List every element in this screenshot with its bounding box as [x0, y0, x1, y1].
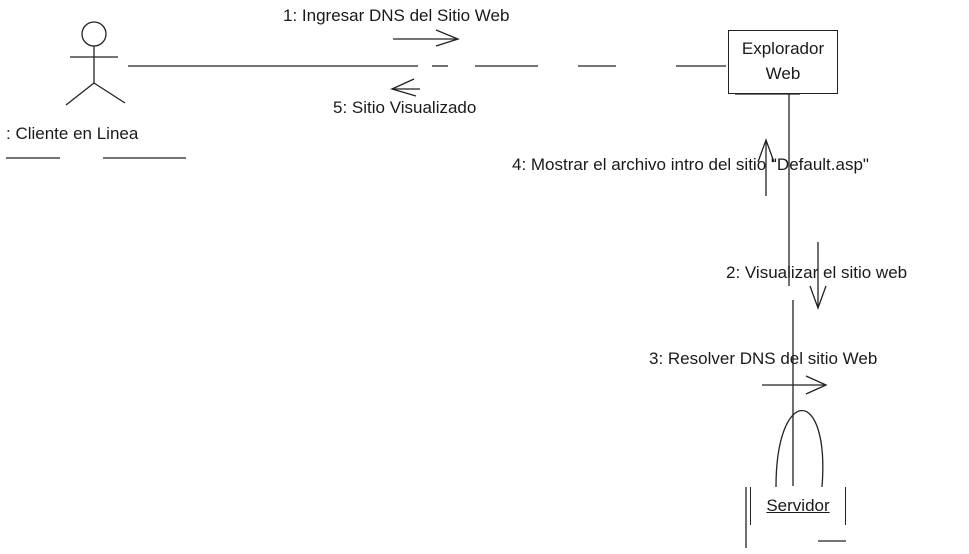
message-2-label: 2: Visualizar el sitio web — [726, 263, 908, 282]
server-name: Servidor — [766, 496, 830, 515]
message-3-arrow — [762, 375, 828, 395]
server-self-loop — [775, 410, 824, 488]
message-3-label: 3: Resolver DNS del sitio Web — [649, 349, 878, 368]
message-5-arrow — [390, 78, 420, 97]
message-4-arrow — [757, 138, 775, 196]
browser-server-link — [788, 93, 794, 486]
browser-object-box: Explorador Web — [728, 30, 838, 94]
message-1-arrow — [393, 29, 460, 47]
message-2-arrow — [809, 242, 827, 310]
message-4-label: 4: Mostrar el archivo intro del sitio "D… — [512, 155, 869, 174]
server-object-box: Servidor — [750, 487, 846, 525]
browser-name-line1: Explorador — [741, 39, 825, 58]
actor-name: : Cliente en Linea — [6, 124, 139, 143]
message-1-label: 1: Ingresar DNS del Sitio Web — [283, 6, 510, 25]
browser-name-line2: Web — [765, 64, 801, 83]
actor-stick-figure — [65, 21, 126, 106]
message-5-label: 5: Sitio Visualizado — [333, 98, 477, 117]
